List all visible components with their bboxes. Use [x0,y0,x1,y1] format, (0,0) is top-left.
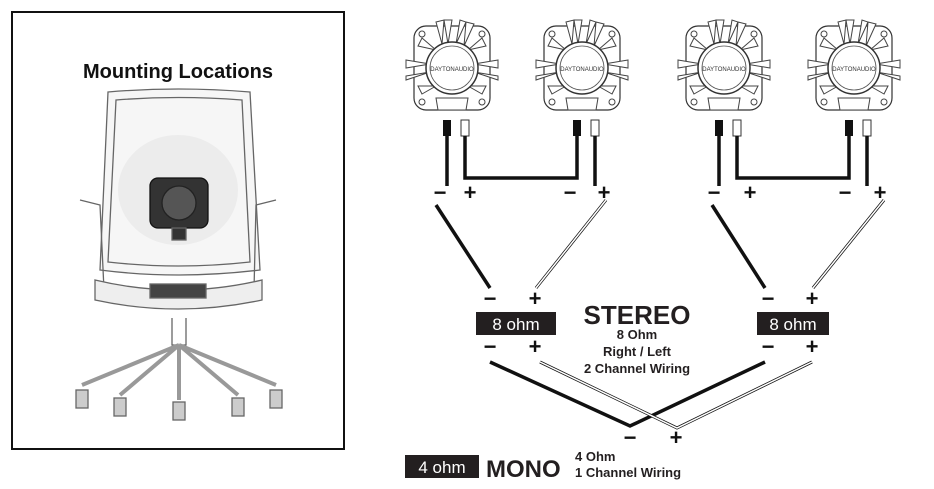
positive-terminal [732,119,742,137]
speaker-body [535,19,629,111]
series-jumper-wire [463,136,579,180]
plus-sign: + [806,334,819,359]
minus-sign: − [624,425,637,450]
positive-terminal [862,119,872,137]
negative-terminal [573,120,581,136]
stereo-line2: Right / Left [603,344,672,359]
stereo-left-ohm-label: 8 ohm [492,315,539,334]
positive-terminal [460,119,470,137]
mono-ohm-label: 4 ohm [418,458,465,477]
plus-sign: + [806,286,819,311]
speaker-body [677,19,771,111]
negative-terminal [715,120,723,136]
plus-sign: + [598,180,611,205]
pair2-negative-wire [710,204,767,289]
speaker-exciter-1: DAYTONAUDIO [405,19,499,137]
plus-sign: + [744,180,757,205]
mono-line2: 1 Channel Wiring [575,465,681,480]
minus-sign: − [839,180,852,205]
speaker-exciter-2: DAYTONAUDIO [535,19,629,137]
mono-ohm-box [405,455,479,478]
minus-sign: − [484,334,497,359]
speaker-body [807,19,901,111]
minus-sign: − [434,180,447,205]
stereo-right-ohm-label: 8 ohm [769,315,816,334]
series-jumper-wire [735,136,851,180]
panel-title: Mounting Locations [83,61,273,83]
plus-sign: + [529,334,542,359]
pair1-negative-wire [434,204,492,289]
mono-negative-wire [489,360,766,428]
stereo-right-ohm-box [757,312,829,335]
minus-sign: − [762,286,775,311]
speaker-exciter-3: DAYTONAUDIO [677,19,771,137]
negative-terminal [443,120,451,136]
speaker-brand-logo: DAYTONAUDIO [702,67,746,73]
minus-sign: − [484,286,497,311]
speaker-brand-logo: DAYTONAUDIO [430,67,474,73]
stereo-left-ohm-box [476,312,556,335]
stereo-line1: 8 Ohm [617,327,657,342]
mono-line1: 4 Ohm [575,449,615,464]
plus-sign: + [464,180,477,205]
plus-sign: + [874,180,887,205]
plus-sign: + [529,286,542,311]
mono-title: MONO [486,456,561,483]
minus-sign: − [762,334,775,359]
positive-terminal [590,119,600,137]
office-chair-illustration [75,88,283,421]
speaker-exciter-4: DAYTONAUDIO [807,19,901,137]
minus-sign: − [708,180,721,205]
minus-sign: − [564,180,577,205]
speaker-body [405,19,499,111]
negative-terminal [845,120,853,136]
plus-sign: + [670,425,683,450]
stereo-title: STEREO [584,300,691,330]
stereo-line3: 2 Channel Wiring [584,361,690,376]
speaker-brand-logo: DAYTONAUDIO [560,67,604,73]
speaker-brand-logo: DAYTONAUDIO [832,67,876,73]
